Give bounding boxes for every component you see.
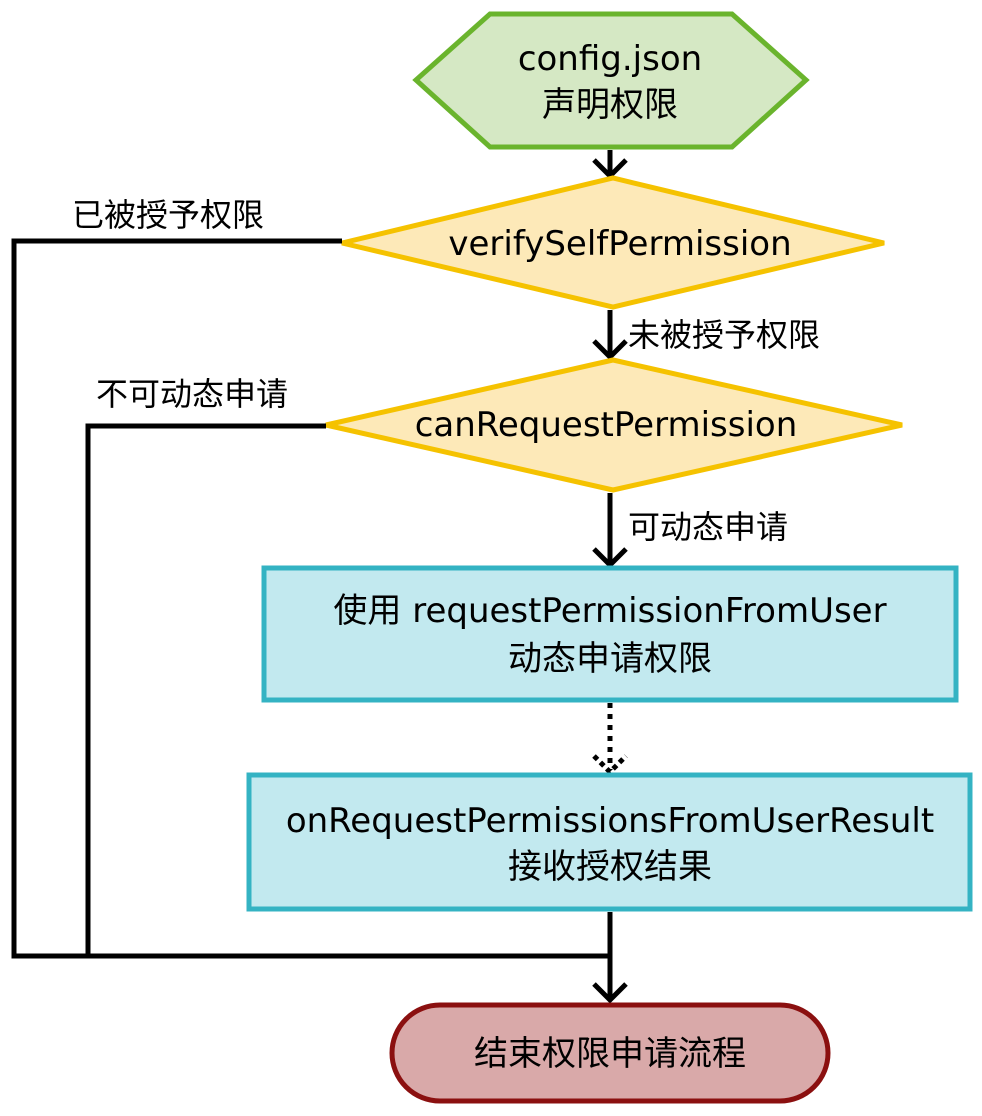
request-permission-node: [261, 565, 959, 703]
start-node: [412, 11, 810, 150]
edge-label-can-request: 可动态申请: [628, 508, 788, 546]
edge-label-not-granted: 未被授予权限: [628, 316, 820, 354]
verify-decision-label: verifySelfPermission: [448, 224, 791, 264]
end-node-label: 结束权限申请流程: [474, 1034, 746, 1074]
request-permission-line2: 动态申请权限: [508, 639, 712, 679]
can-request-decision-label: canRequestPermission: [415, 405, 798, 445]
edge-label-granted: 已被授予权限: [72, 196, 264, 234]
edge-granted-to-end: [11, 238, 610, 959]
edge-label-cannot-request: 不可动态申请: [96, 375, 288, 413]
verify-decision-node: [341, 175, 885, 310]
can-request-decision-node: [325, 357, 903, 493]
end-node: [389, 1002, 831, 1104]
start-node-line2: 声明权限: [542, 85, 678, 125]
arrowhead-verify-to-can-request: [592, 339, 628, 361]
result-callback-line1: onRequestPermissionsFromUserResult: [286, 801, 934, 841]
request-permission-line1: 使用 requestPermissionFromUser: [333, 591, 886, 631]
result-callback-node: [246, 772, 973, 912]
arrowhead-start-to-verify: [592, 158, 628, 180]
arrowhead-result-to-end: [592, 982, 628, 1004]
result-callback-line2: 接收授权结果: [508, 847, 712, 887]
edge-cannot-request-to-end: [85, 423, 326, 956]
start-node-line1: config.json: [518, 39, 702, 79]
arrowhead-can-request-to-request: [592, 547, 628, 569]
arrowhead-request-to-result: [592, 754, 628, 776]
